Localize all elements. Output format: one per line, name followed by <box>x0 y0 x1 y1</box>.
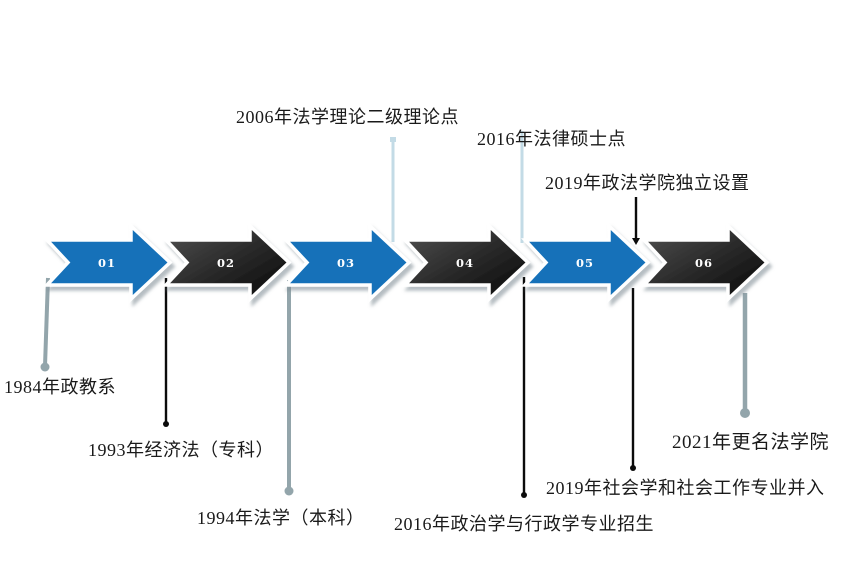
event-label-2006-law-theory: 2006年法学理论二级理论点 <box>236 107 459 127</box>
connector-e2019i <box>632 197 640 245</box>
connector-endpoint-dot <box>163 421 169 427</box>
arrow-shape-blue <box>520 221 651 304</box>
event-label-2019-school-founded: 2019年政法学院独立设置 <box>545 173 750 193</box>
step-number: 03 <box>337 256 355 270</box>
connector-e1993 <box>163 278 169 427</box>
timeline-arrow-06: 06 <box>639 221 770 304</box>
timeline-arrow-03: 03 <box>281 221 412 304</box>
connector-endpoint-dot <box>630 465 636 471</box>
event-label-2016-political-sci: 2016年政治学与行政学专业招生 <box>394 514 654 534</box>
connector-startcap <box>390 137 396 142</box>
connector-e2006 <box>390 137 396 242</box>
connector-e1984 <box>40 277 50 372</box>
connector-endpoint-dot <box>40 362 50 372</box>
event-label-1994-law-bachelor: 1994年法学（本科） <box>197 508 365 528</box>
arrow-shape-dark <box>639 221 770 304</box>
arrow-shape-dark <box>400 221 531 304</box>
event-label-2019-sociology-merge: 2019年社会学和社会工作专业并入 <box>546 478 825 498</box>
timeline-arrow-02: 02 <box>161 221 292 304</box>
event-label-1993-economic-law: 1993年经济法（专科） <box>88 440 274 460</box>
event-label-1984-politics-dept: 1984年政教系 <box>4 377 116 397</box>
step-number: 04 <box>456 256 474 270</box>
connector-e1994 <box>284 280 294 496</box>
connector-e2021 <box>740 293 750 418</box>
connector-endpoint-dot <box>740 408 750 418</box>
connector-arrowhead-icon <box>632 238 640 245</box>
step-number: 02 <box>217 256 235 270</box>
step-number: 01 <box>98 256 116 270</box>
connector-endpoint-dot <box>284 486 294 496</box>
step-number: 06 <box>695 256 713 270</box>
timeline-arrow-01: 01 <box>42 221 173 304</box>
timeline-arrow-04: 04 <box>400 221 531 304</box>
arrow-shape-blue <box>42 221 173 304</box>
event-label-2016-law-master: 2016年法律硕士点 <box>477 129 626 149</box>
connector-e2016p <box>521 277 527 498</box>
arrow-shape-blue <box>281 221 412 304</box>
arrow-shape-dark <box>161 221 292 304</box>
timeline-arrow-05: 05 <box>520 221 651 304</box>
connector-endpoint-dot <box>521 492 527 498</box>
connector-e2019s <box>630 288 636 471</box>
step-number: 05 <box>576 256 594 270</box>
event-label-2021-renamed: 2021年更名法学院 <box>672 432 830 453</box>
